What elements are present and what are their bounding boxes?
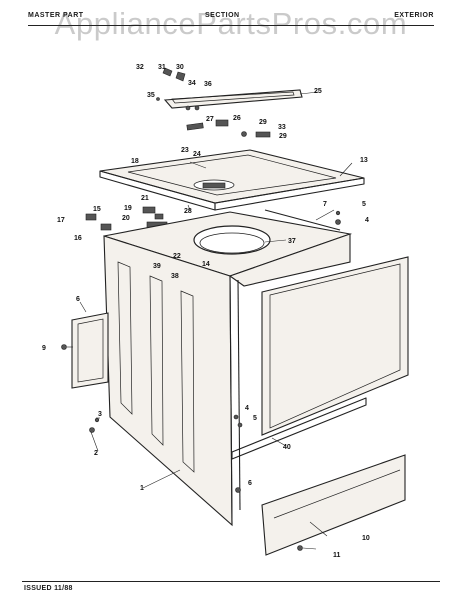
callout-29-lower: 29 [279,133,287,140]
callout-30: 30 [176,64,184,71]
callout-13: 13 [360,157,368,164]
footer-rule [22,581,440,582]
callout-29-top: 29 [259,119,267,126]
side-rail [264,209,341,231]
header-section-title: SECTION [205,12,240,19]
callout-33: 33 [278,124,286,131]
callout-4-top: 4 [365,217,369,224]
header-section-label: MASTER PART [28,12,84,19]
callout-11: 11 [333,552,341,559]
header-category-label: EXTERIOR [394,12,434,19]
callout-21: 21 [141,195,149,202]
header-rule [28,25,434,26]
callout-1: 1 [140,485,144,492]
callout-5-lower: 5 [253,415,257,422]
callout-25: 25 [314,88,322,95]
top-lid [163,89,303,109]
callout-40: 40 [283,444,291,451]
callout-6-left: 6 [76,296,80,303]
callout-35: 35 [147,92,155,99]
leader-lines [67,91,353,550]
hinge-parts [156,67,271,138]
callout-37: 37 [288,238,296,245]
callout-18: 18 [131,158,139,165]
callout-7: 7 [323,201,327,208]
callout-16: 16 [74,235,82,242]
callout-17: 17 [57,217,65,224]
callout-22: 22 [173,253,181,260]
callout-2: 2 [94,450,98,457]
callout-23: 23 [181,147,189,154]
callout-39: 39 [153,263,161,270]
cabinet-body [103,211,367,527]
watermark: AppliancePartsPros.com [54,6,408,41]
callout-32: 32 [136,64,144,71]
callout-5-top: 5 [362,201,366,208]
callout-38: 38 [171,273,179,280]
issued-date: ISSUED 11/88 [24,585,73,592]
callout-26: 26 [233,115,241,122]
callout-19: 19 [124,205,132,212]
front-panel [261,256,409,436]
callout-4-lower: 4 [245,405,249,412]
callout-34: 34 [188,80,196,87]
callout-10: 10 [362,535,370,542]
callout-36: 36 [204,81,212,88]
callout-3: 3 [98,411,102,418]
callout-6-lower: 6 [248,480,252,487]
callout-14: 14 [202,261,210,268]
access-panel [71,312,109,389]
callout-24: 24 [193,151,201,158]
callout-31: 31 [158,64,166,71]
callout-20: 20 [122,215,130,222]
callout-27: 27 [206,116,214,123]
callout-numbers: 1 2 3 4 4 5 5 6 6 7 8 9 10 11 13 14 15 1… [42,64,370,559]
cabinet-top [99,149,365,211]
kick-panel [261,454,406,556]
callout-9: 9 [42,345,46,352]
callout-15: 15 [93,206,101,213]
screws [61,210,341,551]
callout-28: 28 [184,208,192,215]
